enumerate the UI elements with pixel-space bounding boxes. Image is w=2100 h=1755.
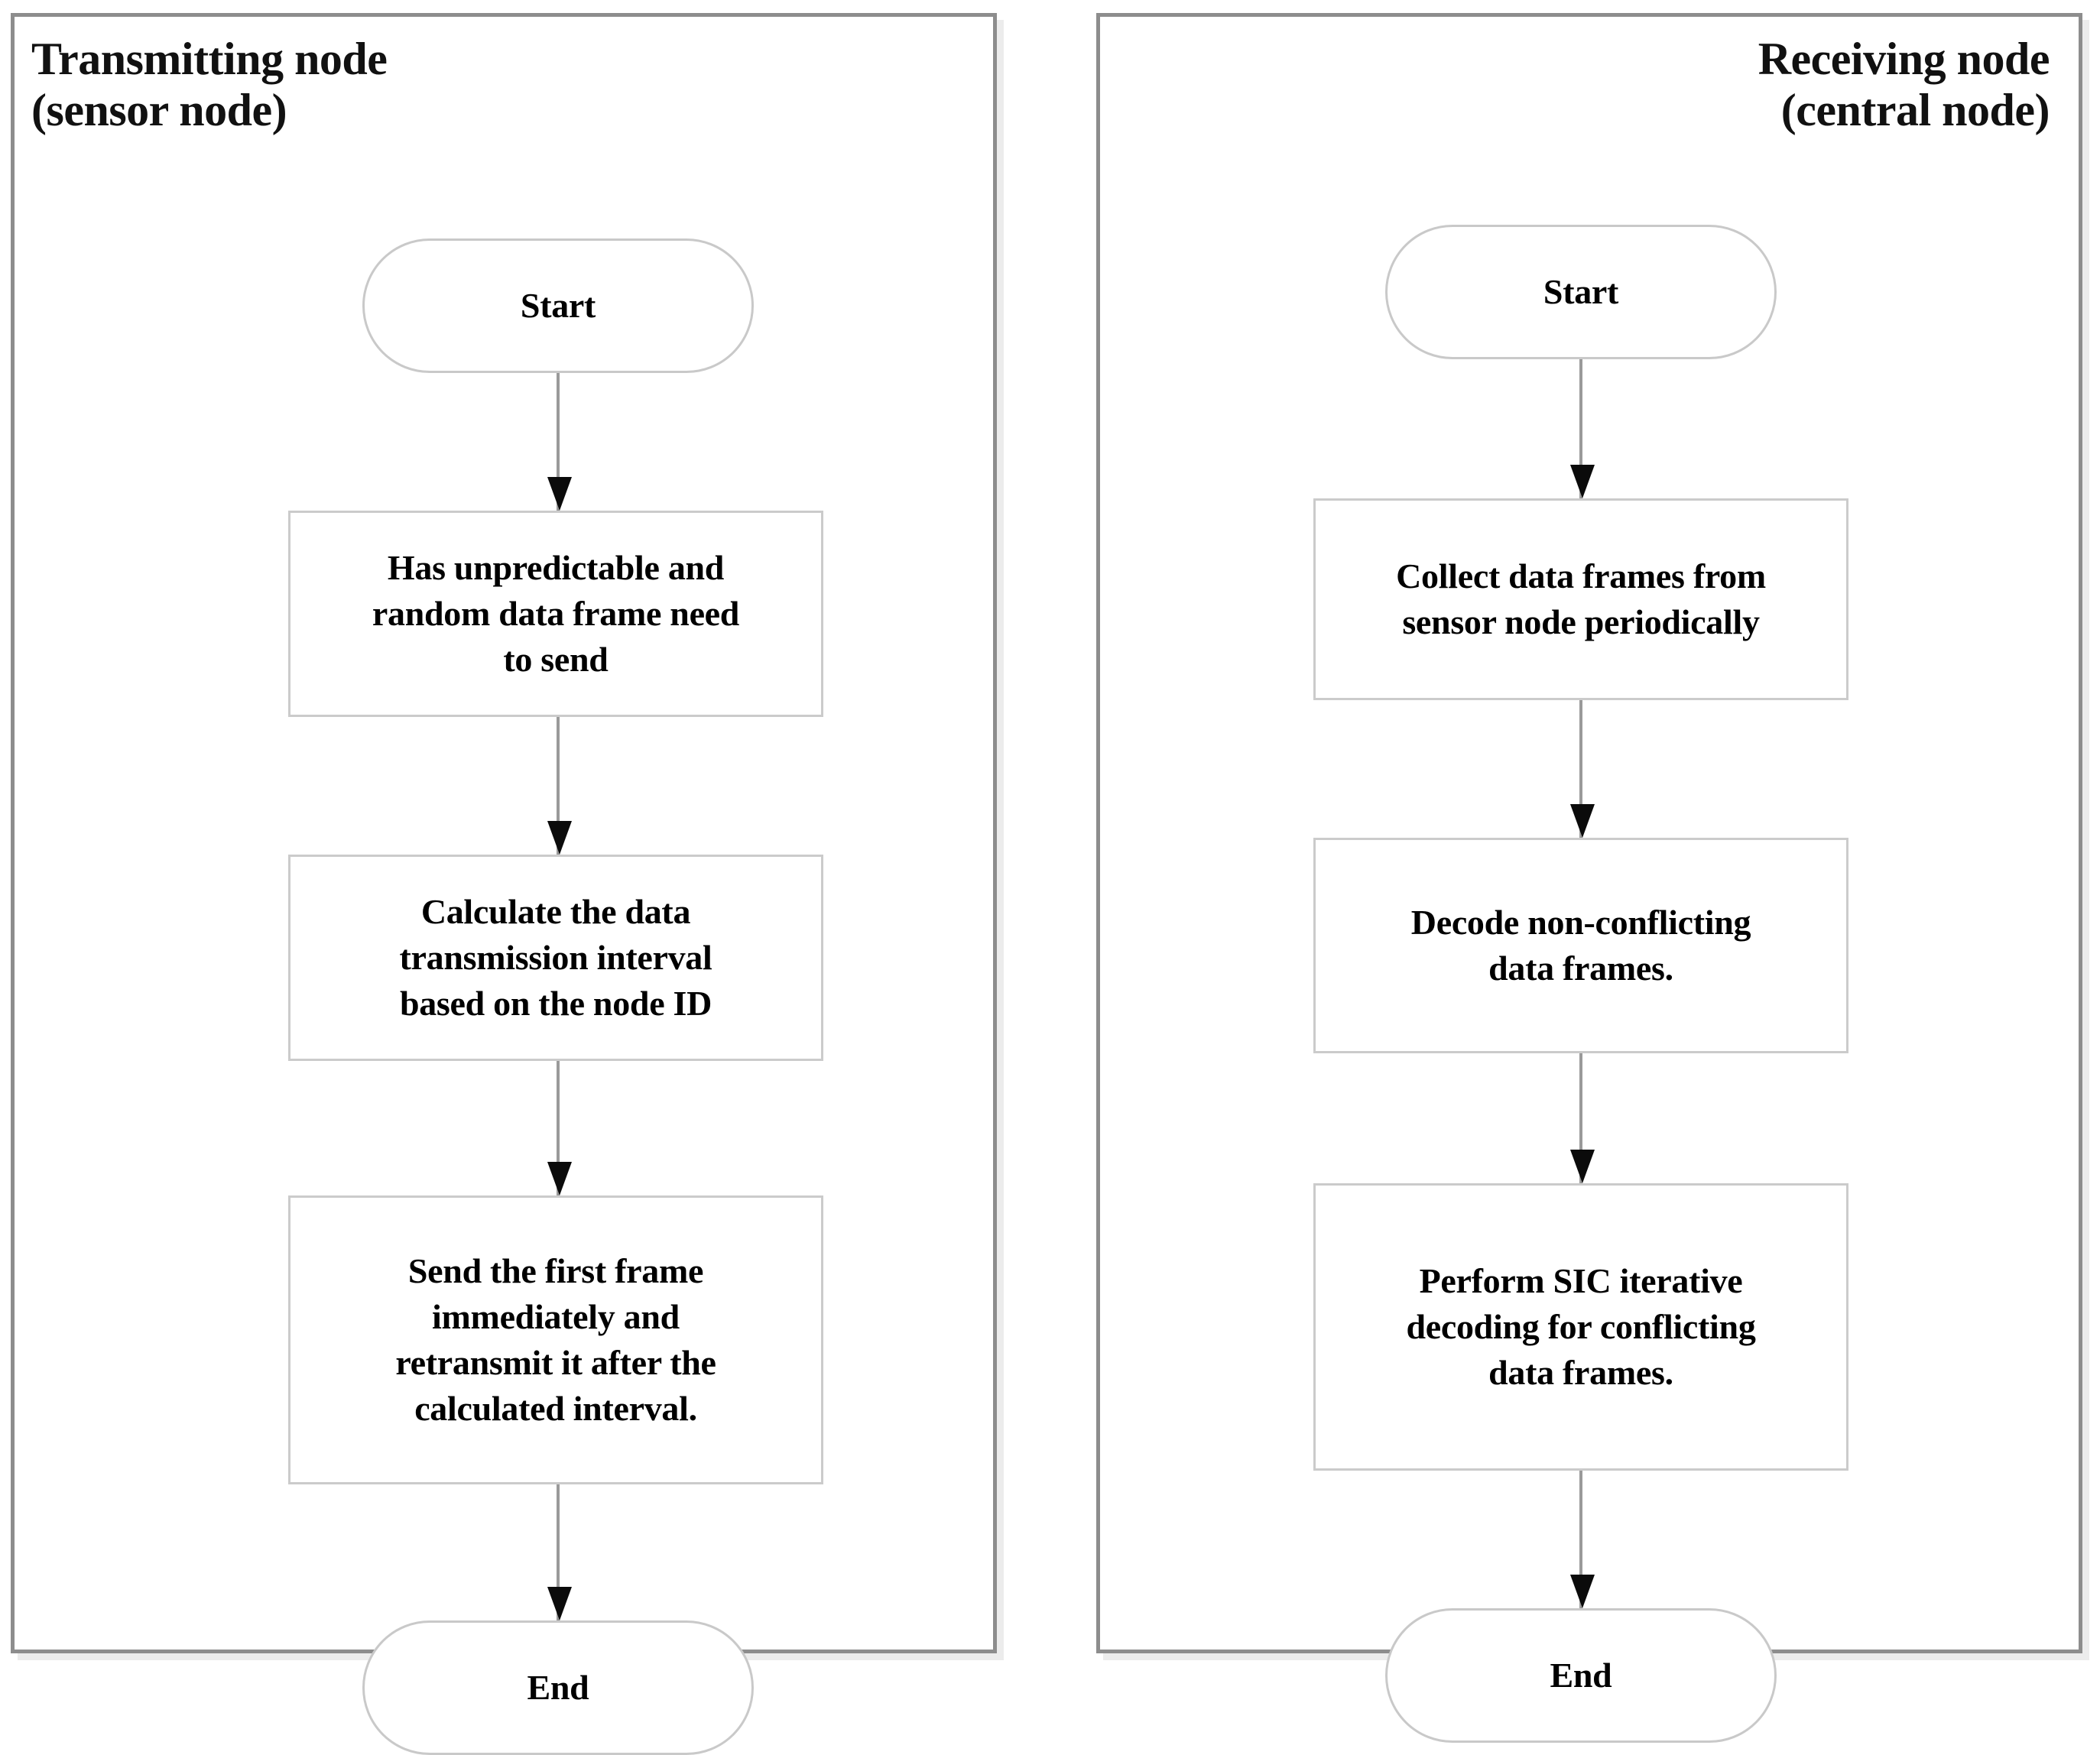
node-end[interactable]: End [362, 1620, 754, 1755]
node-send-first-frame-and-retransmit[interactable]: Send the first frame immediately and ret… [288, 1195, 823, 1484]
connector-p2-to-p3 [1579, 1053, 1582, 1183]
connector-p1-to-p2 [557, 717, 560, 855]
connector-start-to-p1 [557, 373, 560, 511]
connector-p1-to-p2 [1579, 700, 1582, 838]
connector-p3-to-end [1579, 1471, 1582, 1608]
arrowhead-down-icon [547, 477, 572, 511]
node-start[interactable]: Start [1385, 225, 1777, 359]
arrowhead-down-icon [1570, 465, 1595, 498]
arrowhead-down-icon [1570, 804, 1595, 838]
flowchart-receiving: Start Collect data frames from sensor no… [0, 211, 2100, 1743]
node-has-unpredictable-random-data-frame[interactable]: Has unpredictable and random data frame … [288, 511, 823, 717]
node-decode-non-conflicting-frames[interactable]: Decode non-conflicting data frames. [1313, 838, 1848, 1053]
node-collect-data-frames[interactable]: Collect data frames from sensor node per… [1313, 498, 1848, 700]
arrowhead-down-icon [1570, 1150, 1595, 1183]
diagram-canvas: Transmitting node (sensor node) Start Ha… [0, 13, 2100, 1755]
node-end[interactable]: End [1385, 1608, 1777, 1743]
connector-p3-to-end [557, 1484, 560, 1620]
panel-title-receiving: Receiving node (central node) [1758, 34, 2050, 136]
arrowhead-down-icon [547, 1162, 572, 1195]
node-calculate-transmission-interval[interactable]: Calculate the data transmission interval… [288, 855, 823, 1061]
arrowhead-down-icon [1570, 1575, 1595, 1608]
connector-start-to-p1 [1579, 359, 1582, 498]
panel-title-transmitting: Transmitting node (sensor node) [31, 34, 388, 136]
node-start[interactable]: Start [362, 238, 754, 373]
arrowhead-down-icon [547, 1587, 572, 1620]
connector-p2-to-p3 [557, 1061, 560, 1195]
node-perform-sic-iterative-decoding[interactable]: Perform SIC iterative decoding for confl… [1313, 1183, 1848, 1471]
arrowhead-down-icon [547, 821, 572, 855]
